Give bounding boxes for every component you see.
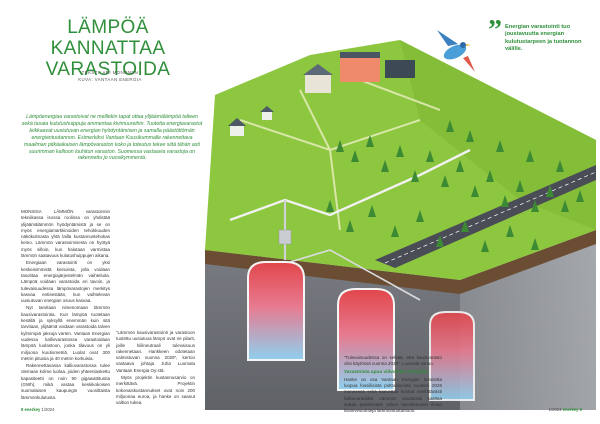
article-headline: LÄMPÖÄ KANNATTAA VARASTOIDA [13,17,203,80]
body-paragraph: Rakennettavassa kalliovarastossa tulee o… [21,363,110,400]
cavern-1 [247,261,305,361]
bird-icon [437,30,475,72]
page-number-right: 9 [579,407,582,412]
body-paragraph: MONISSA LÄMMÖN varastoinnin tekniikassa … [21,209,110,259]
highway-lane [384,171,597,264]
headline-line-1: LÄMPÖÄ KANNATTAA [50,17,166,59]
trees [326,120,584,252]
credit-image: KUVA: VANTAAN ENERGIA [78,77,142,82]
article-credits: TEKSTI: ARI MONONEN KUVA: VANTAAN ENERGI… [40,69,180,83]
body-column-3: ”Tulevaisuudessa on selvää, että kausiva… [344,355,442,416]
section-subheading: Varastoista apua viilvoisiin siirtymiin [344,369,428,375]
issue-left: 1/2024 [41,407,55,412]
storage-caverns [247,261,475,401]
heat-pipes [229,148,471,222]
article-ingress: Lämpöenergiaa varastoivat ne meillekin t… [21,114,203,162]
quote-mark-icon: ” [488,15,502,46]
body-paragraph: Myös projektin kustannusarvio on merkitt… [116,375,195,406]
grass-plateau-shade [400,40,596,230]
pull-quote: Energian varastointi tuo joustavuutta en… [505,24,582,53]
body-paragraph: Nyt tarvitaan nimenomaan lämmön kausivar… [21,305,110,361]
issue-right: 1/2024 [548,407,562,412]
body-column-2: ”Lämmön kausivarastointi ja varastoon tu… [116,330,195,408]
credit-text: TEKSTI: ARI MONONEN [81,70,139,75]
footer-left: 8 enerkey 1/2024 [21,407,54,412]
body-column-1: MONISSA LÄMMÖN varastoinnin tekniikassa … [21,209,110,402]
body-paragraph: Energiaan varastointi on yksi keskeisimm… [21,260,110,304]
footer-right: 1/2024 enerkey 9 [549,407,582,412]
houses [228,52,415,136]
page-number-left: 8 [21,407,24,412]
cavern-2 [337,288,395,391]
body-paragraph: ”Tulevaisuudessa on selvää, että kausiva… [344,355,442,367]
magazine-name-left: enerkey [24,407,41,412]
cavern-3 [429,311,475,401]
soil-layer [205,230,596,294]
magazine-name-right: enerkey [562,407,579,412]
highway [375,165,596,268]
body-paragraph: ”Lämmön kausivarastointi ja varastoon tu… [116,330,195,373]
body-paragraph: Hanke on osa Vantaan Energian tavoitetta… [344,376,442,414]
headline-line-2: VARASTOIDA [45,59,171,80]
pump-station [278,229,292,245]
